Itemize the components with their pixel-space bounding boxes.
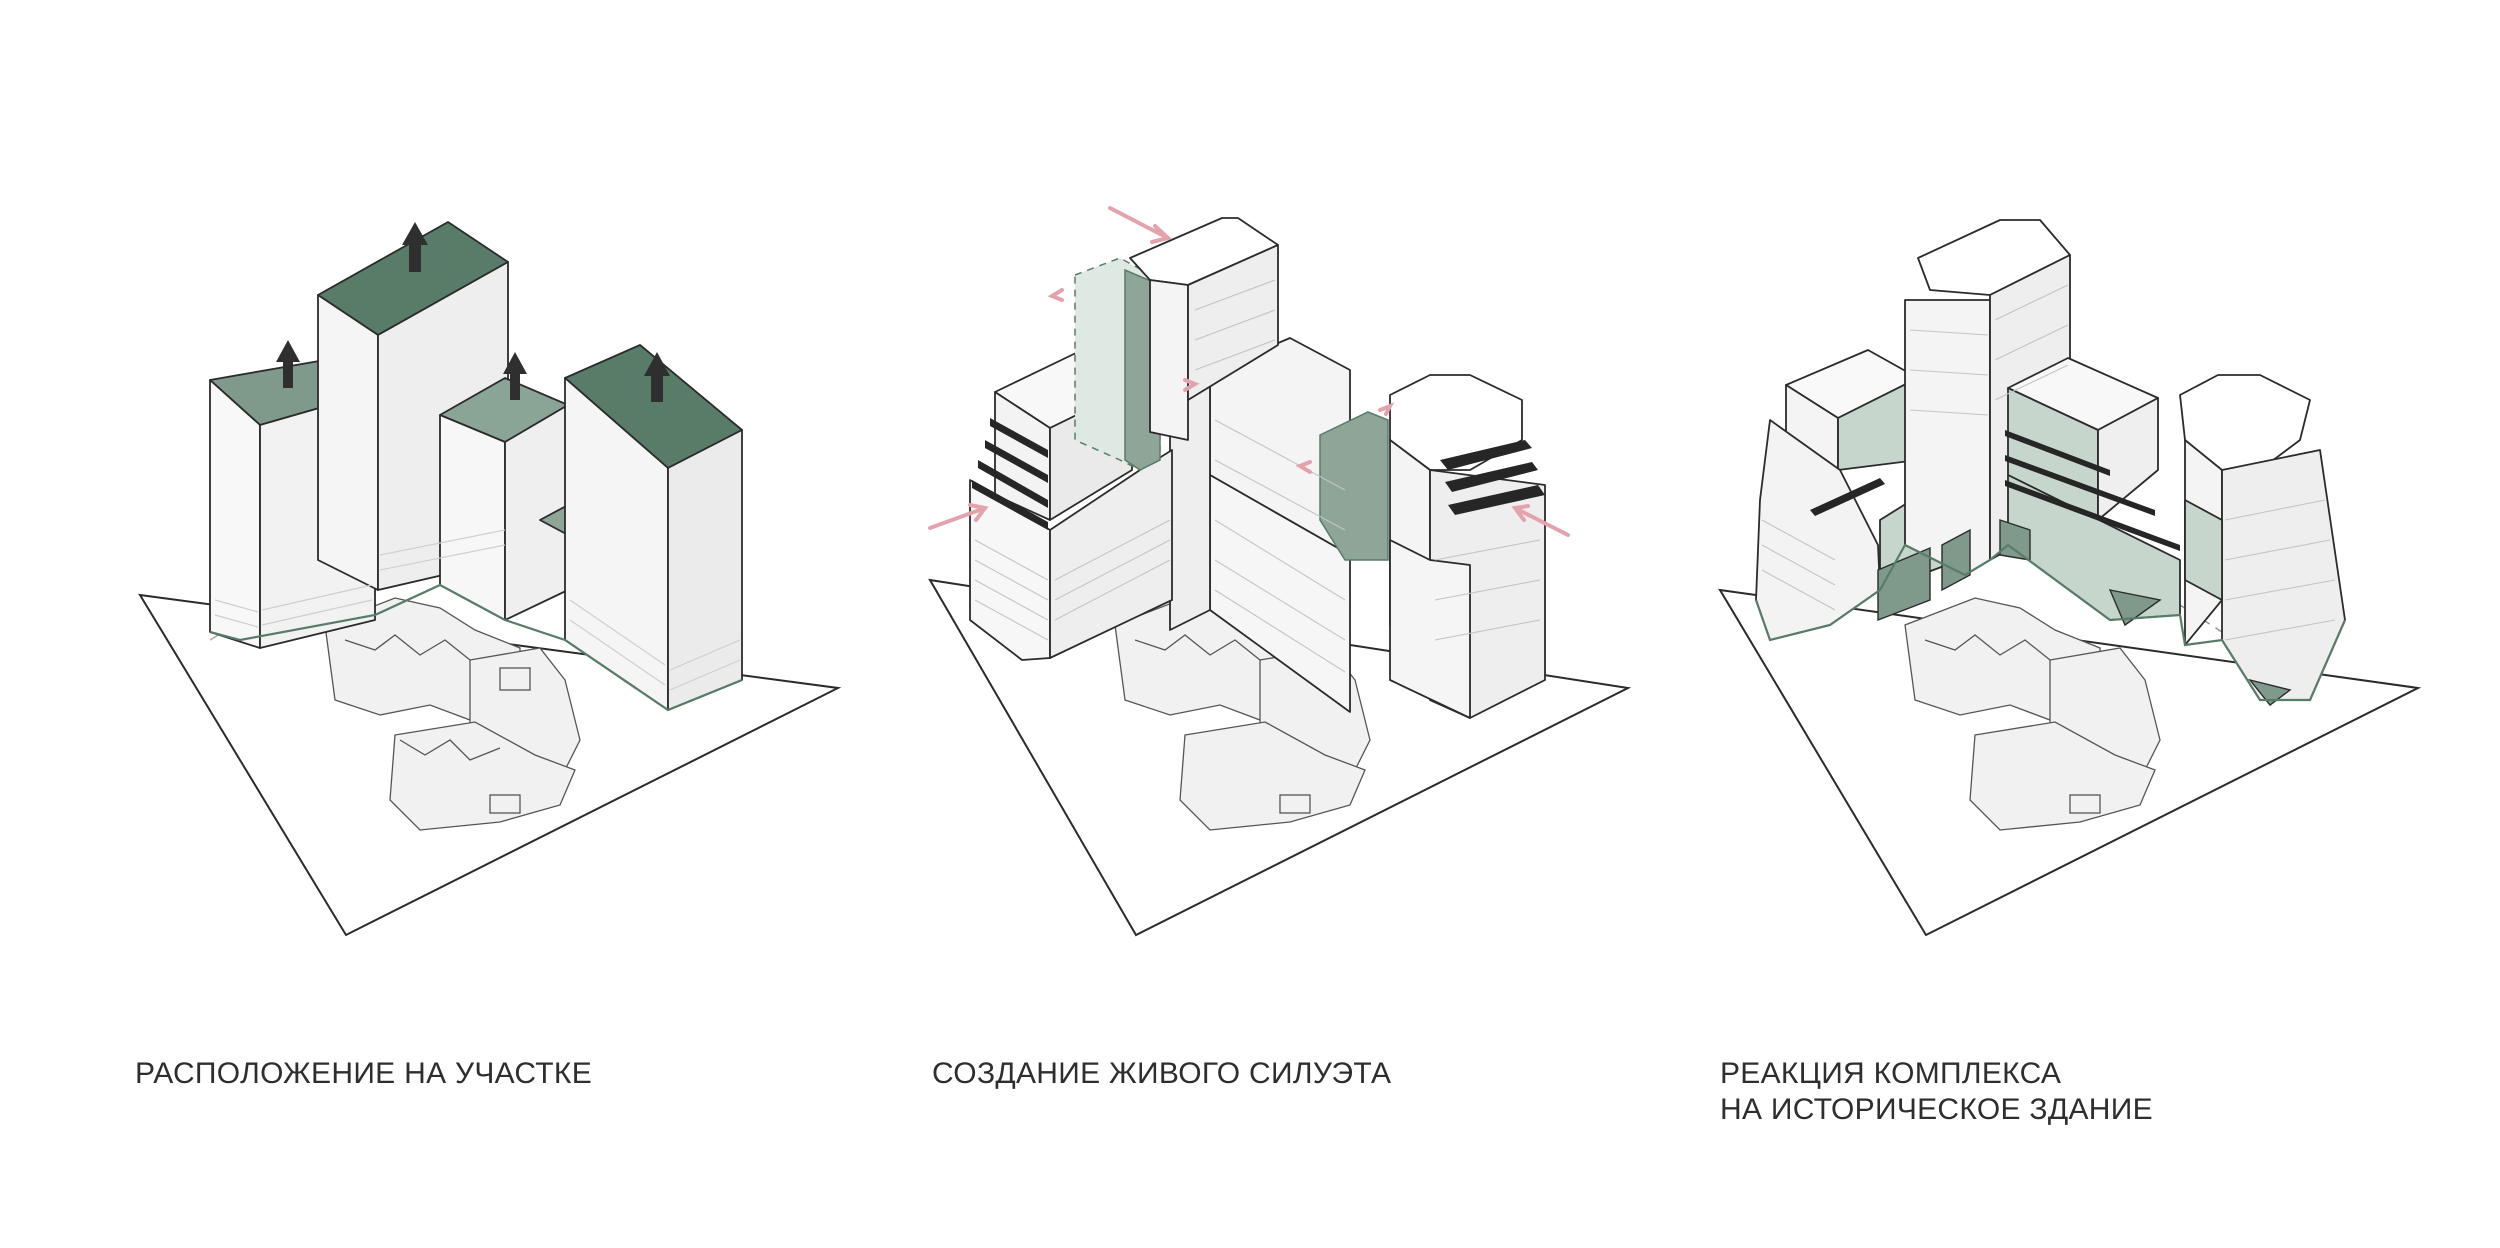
caption-site-placement: РАСПОЛОЖЕНИЕ НА УЧАСТКЕ: [135, 1056, 592, 1092]
up-arrow-icon: [503, 352, 527, 400]
dark-bands: [1810, 430, 2180, 551]
glass-slot-central: [1074, 257, 1161, 471]
tower-east: [2179, 374, 2346, 701]
pink-arrow-icon: [1183, 378, 1200, 392]
dark-bands-west: [972, 418, 1048, 530]
up-arrow-icon: [276, 340, 300, 388]
tower-east: [564, 344, 743, 711]
historic-building: [1904, 597, 2161, 831]
caption-living-silhouette: СОЗДАНИЕ ЖИВОГО СИЛУЭТА: [932, 1056, 1391, 1092]
glass-slot-east: [1319, 411, 1389, 561]
diagram-site-placement: [138, 221, 842, 937]
up-arrow-icon: [644, 352, 670, 402]
pink-arrow-icon: [1108, 206, 1173, 244]
up-arrow-icon: [402, 222, 428, 272]
diagram-historic-response: [1718, 219, 2422, 937]
pink-arrow-icon: [1378, 402, 1395, 416]
pink-arrow-icon: [928, 503, 989, 530]
caption-historic-response: РЕАКЦИЯ КОМПЛЕКСА НА ИСТОРИЧЕСКОЕ ЗДАНИЕ: [1720, 1056, 2153, 1128]
podium-hatch: [214, 529, 741, 691]
floor-lines: [974, 279, 1541, 673]
caption-line: РАСПОЛОЖЕНИЕ НА УЧАСТКЕ: [135, 1057, 593, 1090]
footprint-outline: [1754, 543, 2347, 702]
historic-building: [324, 597, 581, 831]
tower-east: [1389, 374, 1546, 719]
growth-arrows: [276, 222, 670, 402]
tower-central: [1904, 219, 2071, 576]
caption-line: РЕАКЦИЯ КОМПЛЕКСА: [1720, 1057, 2062, 1090]
diagram-living-silhouette: [928, 206, 1632, 937]
dark-bands-east: [1440, 440, 1545, 515]
pink-arrow-icon: [1047, 288, 1064, 302]
pink-arrow-icon: [1295, 460, 1312, 474]
tower-middle: [439, 377, 569, 621]
tower-north: [1129, 217, 1279, 441]
floor-lines: [1761, 284, 2336, 641]
caption-line: СОЗДАНИЕ ЖИВОГО СИЛУЭТА: [932, 1057, 1392, 1090]
silhouette-arrows: [928, 206, 1570, 537]
pink-arrow-icon: [1511, 504, 1570, 537]
footprint-outline: [209, 583, 743, 712]
caption-line: НА ИСТОРИЧЕСКОЕ ЗДАНИЕ: [1720, 1093, 2153, 1126]
